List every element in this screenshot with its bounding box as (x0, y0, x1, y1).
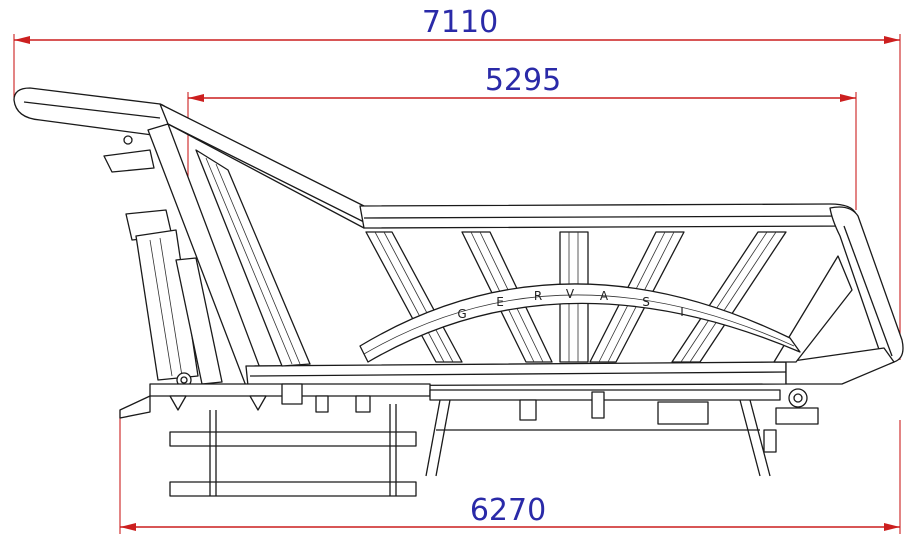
brand-letter: S (642, 295, 650, 309)
dimension-chassis-length: 6270 (119, 410, 901, 534)
side-arch (359, 283, 801, 363)
overall-length-label: 7110 (422, 5, 498, 40)
upper-bracket (103, 149, 155, 173)
brand-letter: A (600, 289, 609, 303)
chassis-length-label: 6270 (470, 493, 546, 528)
bracket (169, 395, 187, 411)
front-wall-line (167, 123, 365, 223)
stand-clamp (763, 429, 777, 453)
dimension-overall-length: 7110 (13, 5, 901, 360)
mounting-plate (657, 401, 709, 425)
arrow-left (14, 36, 30, 44)
mounting-plate (775, 407, 819, 425)
ram-cylinder (135, 229, 199, 381)
arrow-left (188, 94, 204, 102)
pivot-bolt (123, 135, 133, 145)
headboard-inner-line (23, 101, 161, 119)
rear-hinge-center (793, 393, 803, 403)
arrow-left (120, 523, 136, 531)
ram-rod (175, 257, 223, 385)
rib (773, 255, 853, 363)
brand-letter: I (680, 305, 684, 319)
headboard-top-rail (13, 87, 170, 137)
rear-subframe-rail (429, 389, 781, 401)
stand-leg (749, 399, 771, 477)
rack-lower-bar (169, 481, 417, 497)
rack-upper-bar (169, 431, 417, 447)
rear-lower-corner (785, 347, 895, 385)
stand-leg (739, 399, 761, 477)
sub-frame (119, 383, 819, 477)
bracket (281, 383, 303, 405)
brand-letter: V (566, 287, 575, 301)
stand-leg (435, 399, 451, 477)
brand-letter: E (496, 295, 504, 309)
front-support-rack (169, 404, 417, 497)
bracket (355, 395, 371, 413)
hydraulic-ram (103, 135, 223, 388)
brand-lettering: G E R V A S I (457, 287, 683, 321)
arrow-right (884, 523, 900, 531)
ram-pivot-center (180, 376, 188, 384)
brand-letter: R (534, 289, 542, 303)
bracket (249, 395, 267, 411)
front-tip (119, 395, 151, 419)
dump-body: G E R V A S I (13, 87, 904, 387)
rib (195, 149, 311, 367)
body-length-label: 5295 (485, 63, 561, 98)
dimension-body-length: 5295 (187, 63, 857, 212)
floor-rail-line (249, 371, 787, 377)
brand-letter: G (457, 307, 466, 321)
bracket (591, 391, 605, 419)
tailgate-inner (843, 225, 893, 357)
arrow-right (840, 94, 856, 102)
rib (671, 231, 787, 363)
bracket (519, 399, 537, 421)
stand-leg (425, 399, 441, 477)
arrow-right (884, 36, 900, 44)
bracket (315, 395, 329, 413)
side-top-rail-inner (363, 215, 851, 219)
